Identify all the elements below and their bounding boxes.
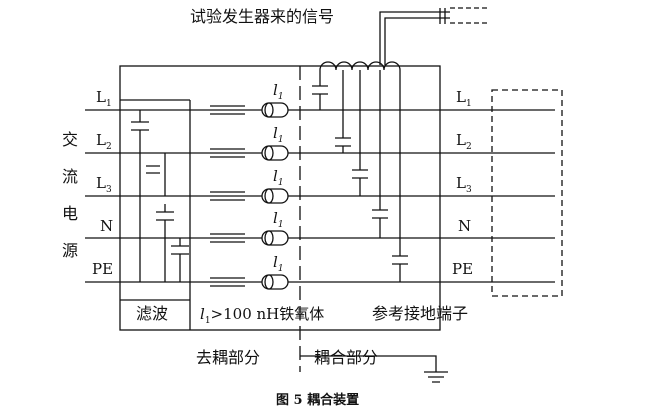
coupling-cap-l2-plates: [335, 137, 351, 147]
ground-terminal-label: 参考接地端子: [372, 304, 468, 323]
ac-source-labels: 交 流 电 源: [62, 130, 78, 260]
ferrite-label-l2: l1: [273, 124, 284, 145]
filter-network: [120, 99, 190, 282]
ferrite-l3: [261, 188, 289, 204]
coupling-network: [312, 61, 408, 282]
ferrite-n: [261, 230, 289, 246]
right-label-l3: L3: [456, 174, 472, 195]
coupling-cap-l1-plates: [312, 85, 328, 95]
decoupling-label: 去耦部分: [196, 348, 260, 367]
right-label-n: N: [458, 217, 471, 235]
signal-wire-inner: [384, 17, 450, 65]
left-label-l3: L3: [96, 174, 112, 195]
coupling-cap-n-plates: [372, 209, 388, 219]
device-enclosure: [119, 65, 441, 331]
ferrite-rings: [261, 102, 289, 290]
left-label-pe: PE: [92, 260, 113, 278]
signal-wire-outer: [379, 11, 450, 65]
eut-box: [491, 89, 563, 297]
left-label-l1: L1: [96, 88, 112, 109]
right-line-labels: L1 L2 L3 N PE: [452, 88, 473, 278]
ac-source-char-2: 流: [62, 167, 78, 186]
coupling-label: 耦合部分: [314, 348, 378, 367]
bottom-labels: 滤波 l1>100 nH铁氧体 参考接地端子 去耦部分 耦合部分: [136, 304, 468, 367]
filter-cap-2-plates: [156, 211, 174, 221]
ac-source-char-4: 源: [62, 241, 78, 260]
signal-cable: [379, 7, 490, 65]
ferrite-pe: [261, 274, 289, 290]
ground-wire: [300, 355, 437, 372]
ferrite-l2: [261, 145, 289, 161]
choke-l1: [210, 105, 245, 115]
filter-cap-3-plates: [171, 245, 189, 255]
ferrite-spec-label: l1>100 nH铁氧体: [200, 305, 324, 326]
ferrite-label-n: l1: [273, 209, 284, 230]
left-line-labels: L1 L2 L3 N PE: [92, 88, 113, 278]
ferrite-label-l3: l1: [273, 167, 284, 188]
ferrite-labels: l1 l1 l1 l1 l1: [273, 81, 284, 274]
filter-equal-mark: [146, 165, 160, 174]
signal-source-text: 试验发生器来的信号: [190, 7, 334, 26]
right-label-pe: PE: [452, 260, 473, 278]
decoupling-chokes: [210, 105, 245, 287]
signal-source-label: 试验发生器来的信号: [190, 7, 334, 26]
ferrite-label-l1: l1: [273, 81, 284, 102]
filter-label: 滤波: [136, 304, 168, 323]
signal-connector-dashed: [450, 7, 490, 24]
left-label-n: N: [100, 217, 113, 235]
figure-caption: 图 5 耦合装置: [276, 392, 359, 408]
right-label-l2: L2: [456, 131, 472, 152]
left-label-l2: L2: [96, 131, 112, 152]
coupling-coil: [319, 61, 401, 71]
coupling-cap-l3-plates: [352, 169, 368, 179]
choke-pe: [210, 277, 245, 287]
choke-n: [210, 233, 245, 243]
ground-terminal: [300, 355, 448, 383]
ac-source-char-1: 交: [62, 130, 78, 149]
choke-l2: [210, 148, 245, 158]
right-label-l1: L1: [456, 88, 472, 109]
ferrite-label-pe: l1: [273, 253, 284, 274]
ac-source-char-3: 电: [62, 204, 78, 223]
ferrite-l1: [261, 102, 289, 118]
equipment-under-test: [491, 89, 563, 297]
coupling-cap-pe-plates: [392, 255, 408, 265]
ground-symbol: [424, 371, 448, 383]
signal-connector-left: [439, 8, 446, 24]
choke-l3: [210, 191, 245, 201]
power-lines: [85, 109, 555, 283]
enclosure: [119, 65, 441, 372]
filter-cap-1-plates: [131, 121, 149, 131]
